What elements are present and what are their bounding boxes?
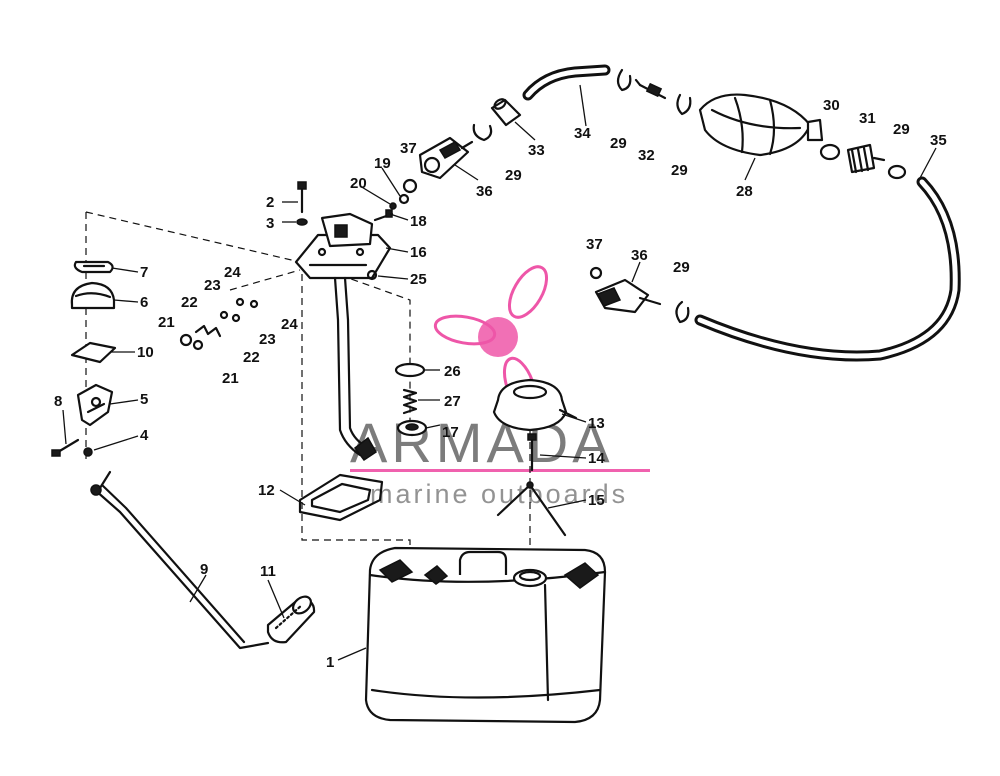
callout-19: 19 <box>374 155 391 172</box>
check-valve-31 <box>846 143 886 174</box>
callout-37-lower: 37 <box>586 236 603 253</box>
callout-12: 12 <box>258 482 275 499</box>
check-ball <box>398 193 410 205</box>
spring <box>402 388 418 415</box>
callout-14: 14 <box>588 450 605 467</box>
primer-bulb <box>698 93 824 157</box>
washer-24b <box>249 299 259 309</box>
hose-34 <box>522 64 611 101</box>
callout-25: 25 <box>410 271 427 288</box>
hose-35 <box>694 176 961 362</box>
callout-13: 13 <box>588 415 605 432</box>
callout-8: 8 <box>54 393 62 410</box>
callout-20: 20 <box>350 175 367 192</box>
lock-washer <box>296 218 308 226</box>
gauge-gasket <box>298 473 384 522</box>
callout-26: 26 <box>444 363 461 380</box>
callout-32: 32 <box>638 147 655 164</box>
callout-34: 34 <box>574 125 591 142</box>
gauge-cover <box>70 281 116 310</box>
callout-23-upper: 23 <box>204 277 221 294</box>
callout-24-upper: 24 <box>224 264 241 281</box>
callout-29-c: 29 <box>671 162 688 179</box>
callout-30: 30 <box>823 97 840 114</box>
washer-23b <box>231 313 241 323</box>
callout-27: 27 <box>444 393 461 410</box>
bracket-screw <box>51 438 80 457</box>
gasket-disc <box>394 362 426 378</box>
watermark-brand: ARMADA <box>350 411 614 474</box>
mounting-screw <box>297 181 307 214</box>
small-ball-21a <box>179 333 193 347</box>
filler-cap <box>492 378 578 432</box>
gauge-ball <box>366 269 378 281</box>
callout-3: 3 <box>266 215 274 232</box>
callout-7: 7 <box>140 264 148 281</box>
callout-29-a: 29 <box>505 167 522 184</box>
fuel-filter <box>266 595 316 644</box>
float-washer <box>396 419 428 437</box>
fuel-tank <box>364 546 607 724</box>
valve-fitting <box>373 209 394 222</box>
leader-lines <box>62 84 937 661</box>
fitting-32 <box>634 78 667 100</box>
callout-4: 4 <box>140 427 149 444</box>
callout-labels: 1 2 3 4 5 6 7 8 9 10 11 12 13 14 15 16 1… <box>54 97 947 671</box>
gauge-lens <box>73 260 114 274</box>
o-ring <box>402 178 418 194</box>
pickup-tube <box>90 470 270 650</box>
check-ball-small <box>389 202 397 210</box>
callout-22-upper: 22 <box>181 294 198 311</box>
callout-17: 17 <box>442 424 459 441</box>
callout-28: 28 <box>736 183 753 200</box>
cap-screw <box>527 433 537 472</box>
callout-36-lower: 36 <box>631 247 648 264</box>
hose-clamp-29b <box>616 68 632 92</box>
small-ball-21b <box>192 339 204 351</box>
callout-24-lower: 24 <box>281 316 298 333</box>
callout-31: 31 <box>859 110 876 127</box>
watermark-underline <box>350 469 650 472</box>
washer-23a <box>219 310 229 320</box>
callout-5: 5 <box>140 391 148 408</box>
callout-9: 9 <box>200 561 208 578</box>
callout-1: 1 <box>326 654 334 671</box>
small-spring-22 <box>194 324 222 338</box>
callout-10: 10 <box>137 344 154 361</box>
gauge-bracket <box>76 383 114 427</box>
hose-connector-33 <box>490 98 522 127</box>
watermark-tagline: marine outboards <box>370 479 628 509</box>
callout-15: 15 <box>588 492 605 509</box>
bracket-nut <box>83 447 93 457</box>
hose-clamp-29c <box>676 93 692 116</box>
callout-29-d: 29 <box>893 121 910 138</box>
callout-22-lower: 22 <box>243 349 260 366</box>
callout-29-b: 29 <box>610 135 627 152</box>
quick-connector-lower <box>594 278 662 314</box>
callout-2: 2 <box>266 194 274 211</box>
callout-23-lower: 23 <box>259 331 276 348</box>
callout-35: 35 <box>930 132 947 149</box>
callout-37-upper: 37 <box>400 140 417 157</box>
callout-18: 18 <box>410 213 427 230</box>
callout-33: 33 <box>528 142 545 159</box>
retainer-chain <box>496 481 567 537</box>
washer-24a <box>235 297 245 307</box>
gauge-plate <box>70 341 117 364</box>
callout-11: 11 <box>260 563 276 580</box>
clamp-30 <box>819 143 841 161</box>
quick-connector-upper <box>418 136 474 180</box>
callout-29-e: 29 <box>673 259 690 276</box>
callout-6: 6 <box>140 294 148 311</box>
callout-16: 16 <box>410 244 427 261</box>
hose-clamp-29a <box>472 123 493 142</box>
hose-clamp-29e <box>675 300 690 324</box>
hose-clamp-29d <box>887 164 907 180</box>
callout-21-lower: 21 <box>222 370 239 387</box>
callout-36-upper: 36 <box>476 183 493 200</box>
fuel-valve-assembly <box>294 212 392 462</box>
o-ring-lower <box>589 266 603 280</box>
callout-21-upper: 21 <box>158 314 175 331</box>
